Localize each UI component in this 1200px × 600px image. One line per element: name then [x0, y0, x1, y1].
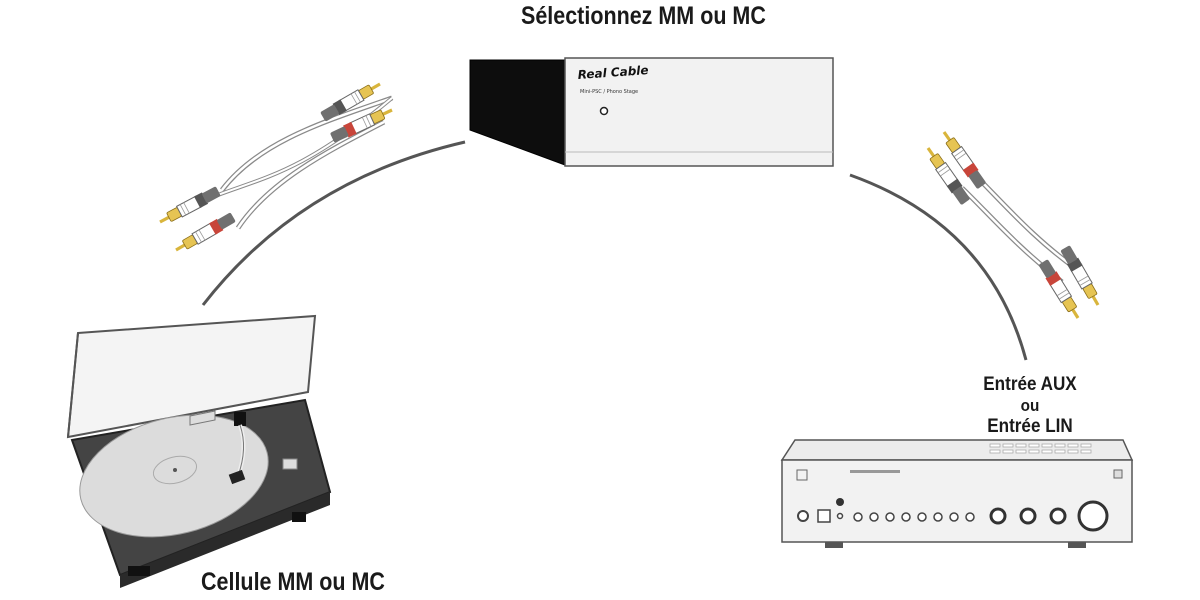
turntable-icon: [66, 314, 332, 588]
preamp-brand: Real Cable: [577, 63, 649, 82]
amplifier-input-line-1: Entrée AUX: [983, 374, 1077, 395]
rca-cable-right-icon: [922, 127, 1105, 322]
amplifier-input-label: Entrée AUX ou Entrée LIN: [950, 374, 1110, 437]
preamp-model: Mini-PSC / Phono Stage: [580, 89, 638, 95]
connection-curve-right: [849, 173, 1028, 361]
connection-curve-left: [201, 140, 466, 306]
phono-preamp-icon: Real Cable Mini-PSC / Phono Stage: [469, 57, 834, 167]
rca-cable-left-icon: [156, 77, 396, 257]
preamp-label: Sélectionnez MM ou MC: [521, 2, 766, 30]
amplifier-input-line-3: Entrée LIN: [987, 416, 1073, 437]
amplifier-input-line-2: ou: [1020, 396, 1040, 415]
cartridge-label: Cellule MM ou MC: [201, 568, 385, 596]
amplifier-icon: [780, 439, 1134, 548]
